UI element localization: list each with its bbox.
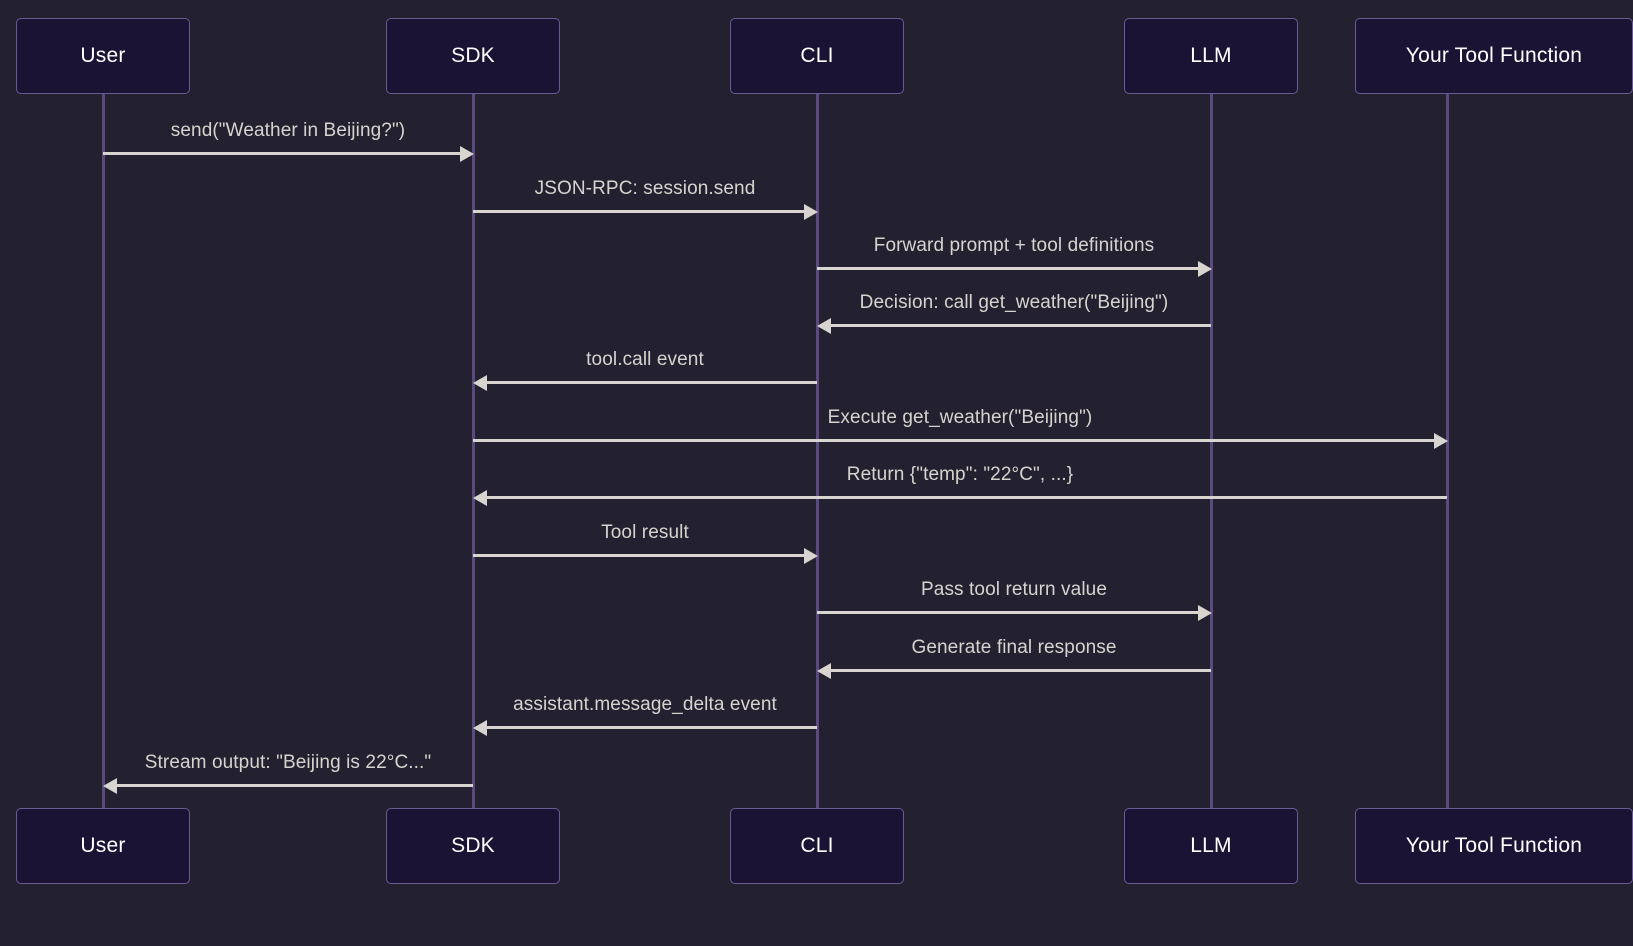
- lifeline-llm: [1210, 94, 1213, 808]
- participant-top-sdk[interactable]: SDK: [386, 18, 560, 94]
- message-line: [817, 611, 1198, 614]
- participant-top-tool[interactable]: Your Tool Function: [1355, 18, 1633, 94]
- participant-label: CLI: [800, 834, 834, 857]
- message-arrowhead: [804, 203, 818, 220]
- message-line: [830, 669, 1211, 672]
- message-line: [486, 726, 817, 729]
- participant-label: SDK: [451, 44, 495, 67]
- message-line: [486, 381, 817, 384]
- message-arrowhead: [817, 662, 831, 679]
- participant-top-llm[interactable]: LLM: [1124, 18, 1298, 94]
- message-arrowhead: [103, 777, 117, 794]
- message-label: assistant.message_delta event: [513, 694, 777, 715]
- message-arrowhead: [1434, 432, 1448, 449]
- message-label: Execute get_weather("Beijing"): [827, 407, 1093, 428]
- message-label: Return {"temp": "22°C", ...}: [846, 464, 1074, 485]
- message-line: [116, 784, 473, 787]
- participant-bottom-user[interactable]: User: [16, 808, 190, 884]
- message-line: [486, 496, 1447, 499]
- participant-label: User: [80, 834, 126, 857]
- message-arrowhead: [804, 547, 818, 564]
- message-label: Forward prompt + tool definitions: [873, 235, 1155, 256]
- lifeline-sdk: [472, 94, 475, 808]
- participant-top-user[interactable]: User: [16, 18, 190, 94]
- participant-bottom-llm[interactable]: LLM: [1124, 808, 1298, 884]
- message-label: Tool result: [601, 522, 689, 543]
- lifeline-cli: [816, 94, 819, 808]
- participant-label: CLI: [800, 44, 834, 67]
- participant-bottom-tool[interactable]: Your Tool Function: [1355, 808, 1633, 884]
- message-label: Stream output: "Beijing is 22°C...": [144, 752, 432, 773]
- participant-label: Your Tool Function: [1405, 44, 1583, 67]
- message-arrowhead: [1198, 260, 1212, 277]
- lifeline-user: [102, 94, 105, 808]
- message-arrowhead: [817, 317, 831, 334]
- participant-label: Your Tool Function: [1405, 834, 1583, 857]
- message-label: Generate final response: [911, 637, 1117, 658]
- message-arrowhead: [473, 719, 487, 736]
- message-line: [103, 152, 460, 155]
- participant-label: LLM: [1190, 834, 1232, 857]
- participant-top-cli[interactable]: CLI: [730, 18, 904, 94]
- participant-bottom-sdk[interactable]: SDK: [386, 808, 560, 884]
- message-line: [817, 267, 1198, 270]
- message-arrowhead: [473, 374, 487, 391]
- message-line: [830, 324, 1211, 327]
- message-arrowhead: [473, 489, 487, 506]
- participant-label: User: [80, 44, 126, 67]
- lifeline-tool: [1446, 94, 1449, 808]
- message-label: Decision: call get_weather("Beijing"): [859, 292, 1169, 313]
- message-label: tool.call event: [586, 349, 704, 370]
- message-line: [473, 439, 1434, 442]
- participant-label: SDK: [451, 834, 495, 857]
- participant-label: LLM: [1190, 44, 1232, 67]
- message-label: Pass tool return value: [921, 579, 1107, 600]
- message-label: JSON-RPC: session.send: [534, 178, 756, 199]
- participant-bottom-cli[interactable]: CLI: [730, 808, 904, 884]
- message-line: [473, 210, 804, 213]
- message-label: send("Weather in Beijing?"): [170, 120, 406, 141]
- message-arrowhead: [460, 145, 474, 162]
- message-arrowhead: [1198, 604, 1212, 621]
- message-line: [473, 554, 804, 557]
